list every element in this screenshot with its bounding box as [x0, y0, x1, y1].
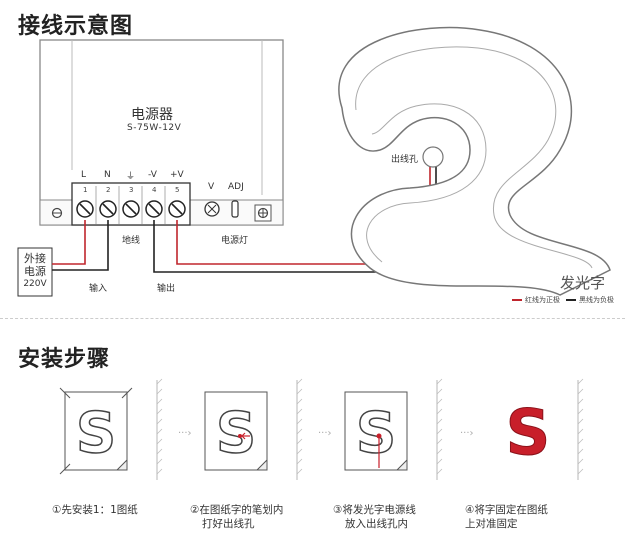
- adj-label: ADJ: [228, 182, 244, 192]
- step4-caption: ④将字固定在图纸 上对准固定: [465, 504, 548, 530]
- install-title: 安装步骤: [18, 347, 111, 372]
- step4-red-letter: S: [505, 396, 551, 470]
- input-label: 输入: [89, 284, 108, 294]
- adj-knob: [231, 200, 239, 218]
- terminal-num-1: 1: [83, 186, 88, 194]
- legend-red-text: 红线为正极: [525, 296, 560, 304]
- terminal-label-pos: +V: [170, 170, 184, 180]
- psu-model: S-75W-12V: [127, 123, 182, 133]
- terminal-label-ground: ⏚: [126, 172, 136, 182]
- svg-text:S: S: [506, 396, 551, 469]
- arrow-3: ···›: [460, 428, 474, 439]
- wall-hatching: [156, 380, 579, 480]
- terminal-screws: [76, 200, 186, 218]
- input-red-wire: [52, 220, 86, 265]
- terminal-num-2: 2: [106, 186, 111, 194]
- section-divider: [0, 318, 625, 319]
- step3-paper: S: [344, 391, 408, 471]
- legend-black-text: 黑线为负极: [579, 296, 614, 304]
- luminous-character-outline: [338, 26, 611, 296]
- step2-caption: ②在图纸字的笔划内 打好出线孔: [190, 504, 284, 530]
- terminal-num-4: 4: [152, 186, 157, 194]
- arrow-1: ···›: [178, 428, 192, 439]
- terminal-label-neg: -V: [148, 170, 157, 180]
- step1-caption: ①先安装1：1图纸: [52, 504, 138, 516]
- step1-paper: S: [59, 387, 133, 475]
- ground-label: 地线: [122, 236, 141, 246]
- terminal-label-n: N: [104, 170, 111, 180]
- arrow-2: ···›: [318, 428, 332, 439]
- input-black-wire: [52, 220, 109, 271]
- wire-hole: [422, 146, 444, 168]
- luminous-char-label: 发光字: [560, 274, 606, 292]
- svg-text:S: S: [356, 401, 396, 466]
- svg-text:S: S: [76, 401, 116, 466]
- external-power-label: 外接 电源 220V: [23, 252, 47, 289]
- v-label: V: [208, 182, 215, 192]
- wiring-diagram: [17, 26, 611, 301]
- terminal-label-l: L: [81, 170, 87, 180]
- install-steps-illustration: S ···› S ···› S ···› S: [59, 378, 584, 480]
- external-power-box: [17, 247, 53, 297]
- svg-text:S: S: [216, 401, 256, 466]
- voltage-led: [204, 201, 220, 217]
- output-label: 输出: [157, 284, 176, 294]
- wiring-title: 接线示意图: [18, 14, 134, 39]
- step2-paper: S: [204, 391, 268, 471]
- psu-title: 电源器: [131, 107, 173, 123]
- terminal-num-3: 3: [129, 186, 134, 194]
- terminal-num-5: 5: [175, 186, 180, 194]
- wire-hole-label: 出线孔: [391, 155, 419, 165]
- power-led-label: 电源灯: [221, 236, 249, 246]
- step3-caption: ③将发光字电源线 放入出线孔内: [333, 504, 416, 530]
